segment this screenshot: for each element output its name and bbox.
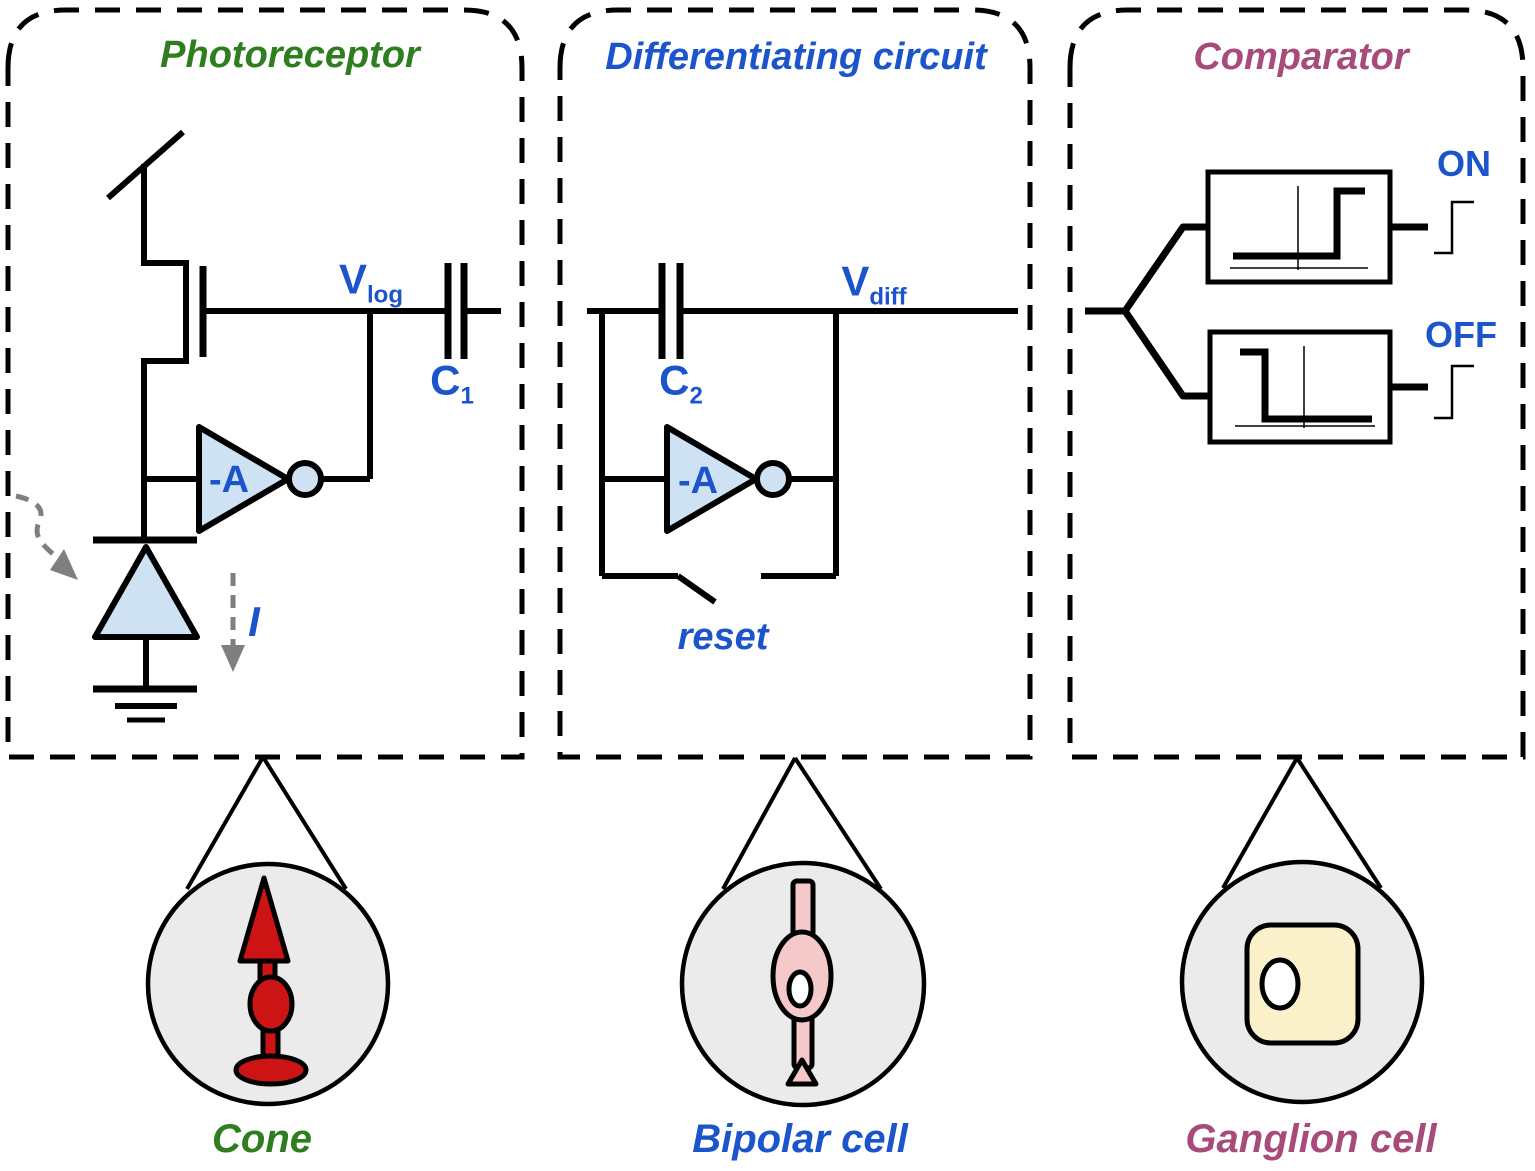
ganglion-magnifier-lines [1221,756,1383,890]
cone-label: Cone [212,1117,312,1161]
c2-main: C [659,356,690,404]
off-label: OFF [1425,314,1497,355]
c1-main: C [430,356,461,404]
ganglion-label: Ganglion cell [1185,1117,1437,1161]
amp2-inverting-bubble [754,460,792,498]
reset-switch-lever [676,573,717,605]
bipolar-cell-shape [770,878,834,1087]
cone-synaptic-foot [233,1053,309,1087]
on-threshold-step [1233,187,1365,260]
v-diff-main: V [841,257,870,305]
ganglion-callout [1179,756,1425,1105]
on-spike-glyph [1434,200,1474,255]
cone-magnifier-lines [185,755,348,891]
ganglion-cell-shape [1244,922,1361,1046]
off-comparator-box [1207,329,1393,445]
differentiating-circuit [587,263,1018,605]
cone-cell-body [247,974,295,1034]
photoreceptor-circuit [15,129,501,723]
comparator-circuit [1085,169,1474,445]
ganglion-nucleus [1259,957,1301,1011]
comparator-panel-border [1067,7,1526,760]
v-log-label: Vlog [339,258,403,307]
bipolar-axon-tip [785,1057,819,1087]
photocurrent-arrow [221,573,245,672]
on-comparator-box [1205,169,1393,285]
cone-callout [145,755,391,1107]
v-log-main: V [338,255,368,303]
c2-capacitor [658,263,684,359]
bipolar-nucleus [786,969,814,1009]
comparator-title: Comparator [1193,36,1409,78]
c2-sub: 2 [689,382,703,410]
off-threshold-step [1240,348,1372,423]
v-diff-label: Vdiff [841,260,906,309]
on-label: ON [1437,143,1491,184]
photocurrent-label: I [248,598,260,645]
branch-to-off [1122,309,1210,400]
bipolar-label: Bipolar cell [692,1117,908,1161]
mosfet-source-drain-rail [141,164,189,541]
c2-label: C2 [659,359,703,408]
bipolar-callout [679,756,927,1108]
reset-label: reset [677,616,769,658]
light-arrow-head [50,549,78,580]
bipolar-magnifier-lines [721,756,883,891]
v-log-sub: log [367,281,404,309]
photocurrent-arrow-head [221,645,245,672]
inverting-amp-2 [664,424,792,534]
reset-switch [602,573,836,605]
amp1-gain-label: -A [208,459,250,501]
off-spike-glyph [1434,364,1474,420]
cone-outer-segment [237,875,291,964]
photoreceptor-panel-border [5,7,525,760]
c1-sub: 1 [460,382,474,410]
light-squiggle-arrow [15,493,78,580]
amp2-gain-label: -A [677,460,719,502]
inverting-amp-1 [196,424,324,534]
photodiode [92,536,200,689]
photoreceptor-title: Photoreceptor [160,34,420,76]
differentiating-title: Differentiating circuit [605,36,987,78]
differentiating-panel-border [557,7,1033,760]
branch-to-on [1122,223,1208,313]
v-diff-sub: diff [869,283,907,311]
c1-label: C1 [430,359,474,408]
cone-cell-shape [233,875,309,1087]
c1-capacitor [444,263,501,359]
amp1-inverting-bubble [286,460,324,498]
ground-symbol [93,685,197,723]
